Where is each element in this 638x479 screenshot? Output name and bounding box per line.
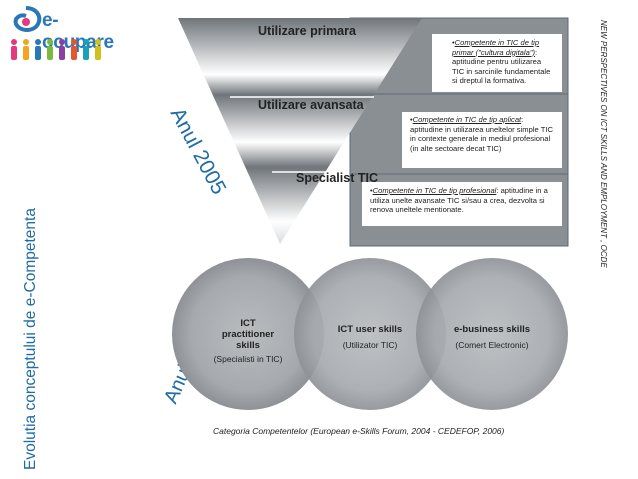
circle-title-ebusiness: e-business skills — [453, 324, 531, 335]
people-figures-icon — [11, 39, 101, 60]
level-label-primary: Utilizare primara — [258, 24, 356, 38]
level-desc-primary: : aptitudine pentru utilizarea TIC in sa… — [452, 47, 551, 86]
circle-label-practitioner: ICT practitioner skills (Specialisti in … — [198, 318, 298, 364]
circle-title-practitioner: ICT practitioner skills — [221, 318, 275, 351]
side-title: Evolutia conceptului de e-Competenta — [22, 208, 39, 470]
circle-ebusiness — [416, 258, 568, 410]
level-lead-primary: Competente in TIC de tip primar ("cultur… — [452, 38, 540, 57]
source-note: NEW PERSPECTIVES ON ICT SKILLS AND EMPLO… — [599, 20, 608, 268]
logo-swirl-icon — [13, 6, 42, 32]
circle-ict-user — [294, 258, 446, 410]
level-label-specialist: Specialist TIC — [296, 171, 378, 185]
funnel-shape — [178, 18, 422, 244]
circle-subtitle-practitioner: (Specialisti in TIC) — [213, 354, 283, 364]
level-lead-specialist: Competente in TIC de tip profesional — [372, 186, 497, 195]
skills-venn-diagram — [172, 258, 568, 410]
level-text-specialist: •Competente in TIC de tip profesional: a… — [370, 186, 548, 215]
circle-label-ebusiness: e-business skills (Comert Electronic) — [442, 324, 542, 350]
level-label-advanced: Utilizare avansata — [258, 98, 364, 112]
circle-subtitle-ebusiness: (Comert Electronic) — [455, 340, 529, 350]
competence-funnel — [178, 17, 569, 247]
logo: e-ocupare — [6, 4, 126, 64]
level-text-advanced: •Competente in TIC de tip aplicat: aptit… — [410, 115, 553, 153]
level-text-primary: •Competente in TIC de tip primar ("cultu… — [452, 38, 551, 86]
level-desc-advanced: : aptitudine in utilizarea uneltelor sim… — [410, 115, 553, 153]
figure-caption: Categoria Competentelor (European e-Skil… — [213, 426, 505, 436]
level-desc-specialist: : aptitudine in a utiliza unelte avansat… — [370, 186, 548, 215]
info-panel-specialist — [362, 182, 562, 226]
circle-subtitle-user: (Utilizator TIC) — [342, 340, 398, 350]
circle-title-user: ICT user skills — [337, 324, 403, 335]
circle-ict-practitioner — [172, 258, 324, 410]
info-panel-advanced — [402, 112, 562, 168]
level-lead-advanced: Competente in TIC de tip aplicat — [412, 115, 522, 124]
info-panel-primary — [432, 34, 562, 92]
circle-label-user: ICT user skills (Utilizator TIC) — [320, 324, 420, 350]
